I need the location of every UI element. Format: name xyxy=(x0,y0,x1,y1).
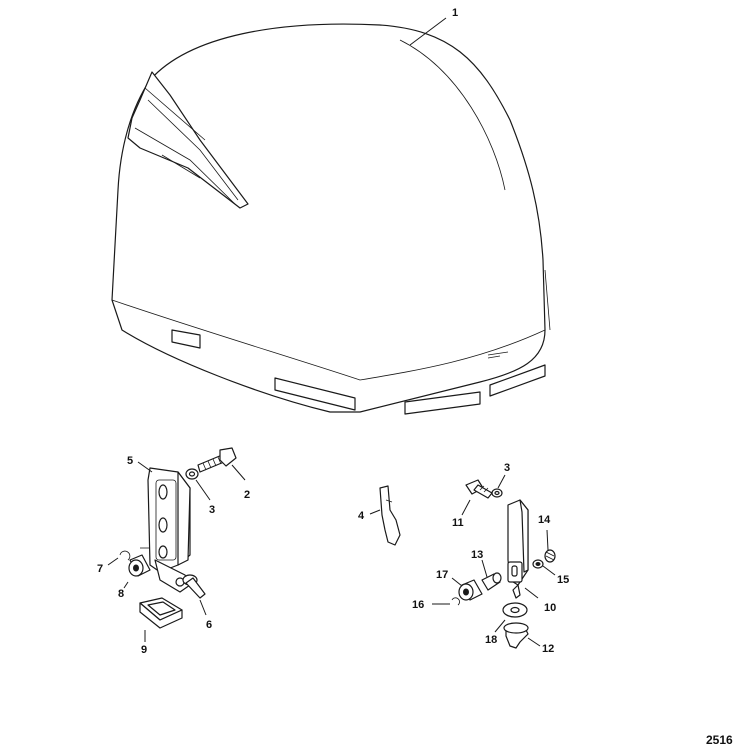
callout-4: 4 xyxy=(358,510,365,522)
latch-4 xyxy=(369,485,401,546)
callout-5: 5 xyxy=(127,455,133,467)
callout-7: 7 xyxy=(97,563,103,575)
spring-14 xyxy=(544,529,556,563)
nut-15 xyxy=(532,559,556,576)
washer-3-right xyxy=(491,474,506,498)
callout-14: 14 xyxy=(538,514,551,526)
callout-18: 18 xyxy=(485,634,497,646)
callout-1: 1 xyxy=(452,7,458,19)
callout-6: 6 xyxy=(206,619,212,631)
bushing-8 xyxy=(123,554,151,589)
washer-3-left xyxy=(185,468,211,501)
washer-18 xyxy=(494,602,528,633)
right-bracket xyxy=(507,499,539,599)
figure-number: 2516 xyxy=(706,733,733,747)
grommet-12 xyxy=(503,622,541,649)
bushing-17 xyxy=(451,577,483,601)
callout-13: 13 xyxy=(471,549,483,561)
pad-9 xyxy=(139,597,183,642)
callout-17: 17 xyxy=(436,569,448,581)
left-bracket xyxy=(140,467,191,593)
bolt-11 xyxy=(461,479,493,516)
callout-3b: 3 xyxy=(504,462,510,474)
callout-8: 8 xyxy=(118,588,124,600)
bolt-2 xyxy=(197,447,246,481)
callout-10: 10 xyxy=(544,602,556,614)
callout-9: 9 xyxy=(141,644,147,656)
leader-5 xyxy=(137,461,153,473)
callout-15: 15 xyxy=(557,574,569,586)
retainer-7 xyxy=(107,550,131,566)
callout-2: 2 xyxy=(244,489,250,501)
pin-13 xyxy=(481,559,502,591)
callout-12: 12 xyxy=(542,643,554,655)
callout-16: 16 xyxy=(412,599,424,611)
top-cowl xyxy=(111,17,551,415)
retainer-16 xyxy=(432,597,460,606)
callout-3a: 3 xyxy=(209,504,215,516)
callout-11: 11 xyxy=(452,517,464,529)
pin-6 xyxy=(182,574,207,616)
